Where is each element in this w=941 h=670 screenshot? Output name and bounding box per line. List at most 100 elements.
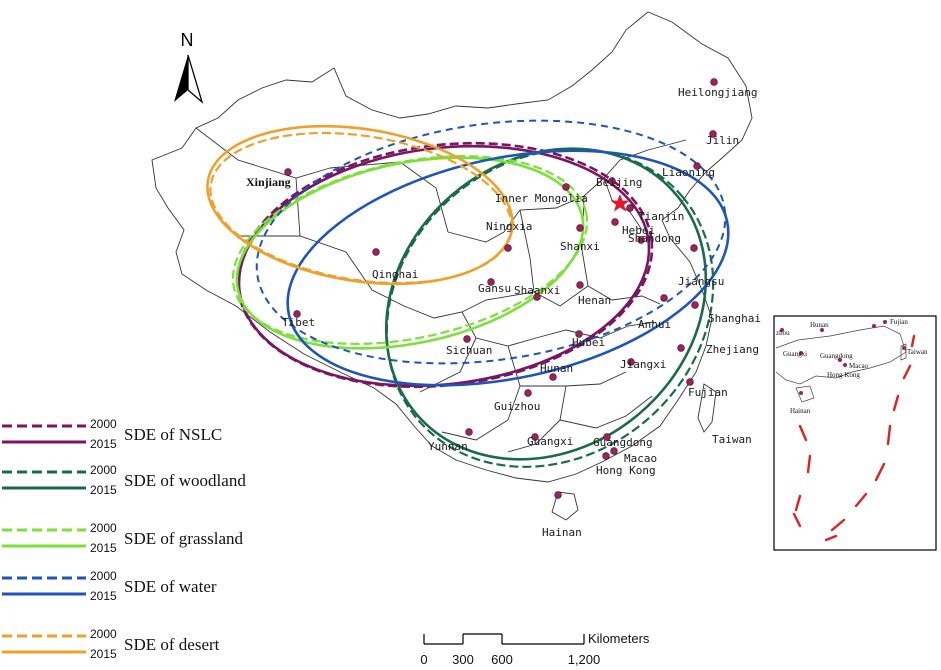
province-label: Shandong: [628, 232, 681, 245]
legend-label: SDE of woodland: [124, 471, 246, 490]
province-label: Qinghai: [372, 268, 418, 281]
inset-label: Guangxi: [783, 350, 807, 358]
province-label: Shaanxi: [514, 284, 560, 297]
legend-year: 2000: [90, 627, 117, 641]
scale-tick: 1,200: [568, 652, 601, 667]
province-label: Hebei: [622, 224, 655, 237]
province-label: Xinjiang: [246, 175, 291, 189]
sde-ellipses: [206, 119, 730, 468]
legend-year: 2000: [90, 417, 117, 431]
province-dot-icon: [284, 168, 292, 176]
legend-label: SDE of NSLC: [124, 425, 222, 444]
province-label: Sichuan: [446, 344, 492, 357]
legend-year: 2015: [90, 647, 117, 661]
province-dot-icon: [576, 224, 584, 232]
province-dot-icon: [610, 447, 618, 455]
province-dot-icon: [677, 344, 685, 352]
province-label: Guangxi: [527, 435, 573, 448]
province-label: Shanghai: [708, 312, 761, 325]
legend-year: 2015: [90, 437, 117, 451]
province-dot-icon: [627, 358, 635, 366]
inset-label: Macao: [849, 362, 869, 370]
legend-label: SDE of grassland: [124, 529, 243, 548]
province-dot-icon: [637, 236, 645, 244]
province-label: Ningxia: [486, 220, 532, 233]
inset-label: Fujian: [890, 318, 908, 326]
legend-label: SDE of desert: [124, 635, 220, 654]
inset-label: zhou: [776, 329, 790, 337]
province-markers: [284, 78, 718, 499]
inset-map: zhou Hunan Fujian Guangxi Guangdong Taiw…: [773, 315, 937, 551]
sde-water-2000: [255, 119, 727, 365]
province-dot-icon: [575, 330, 583, 338]
scale-bar: Kilometers 0 300 600 1,200: [420, 631, 650, 667]
inset-label: Hunan: [810, 321, 829, 329]
province-dot-icon: [487, 278, 495, 286]
inset-label: Taiwan: [907, 348, 928, 356]
province-dot-icon: [690, 244, 698, 252]
province-label: Taiwan: [712, 433, 752, 446]
sde-grassland-2015: [235, 156, 585, 350]
province-label: Hubei: [572, 336, 605, 349]
province-dot-icon: [372, 248, 380, 256]
scale-tick: 600: [491, 652, 513, 667]
scale-tick: 300: [452, 652, 474, 667]
province-dot-icon: [602, 452, 610, 460]
scale-tick: 0: [420, 652, 427, 667]
province-label: Fujian: [688, 386, 728, 399]
province-label: Macao: [624, 452, 657, 465]
province-dot-icon: [691, 301, 699, 309]
capital-star-icon: [610, 194, 630, 212]
province-label: Beijing: [596, 176, 642, 189]
province-label: Jiangsu: [678, 275, 724, 288]
province-dot-icon: [531, 433, 539, 441]
province-labels: HeilongjiangJilinLiaoningBeijingTianjinH…: [246, 86, 761, 539]
province-label: Guangdong: [593, 436, 653, 449]
province-dot-icon: [626, 204, 634, 212]
sde-woodland-2000: [385, 148, 715, 468]
sde-water-2015: [286, 149, 730, 387]
province-label: Henan: [578, 294, 611, 307]
province-dot-icon: [293, 310, 301, 318]
north-label: N: [181, 30, 194, 50]
province-dot-icon: [611, 218, 619, 226]
province-dot-icon: [465, 428, 473, 436]
province-dot-icon: [576, 281, 584, 289]
province-label: Hainan: [542, 526, 582, 539]
sde-desert-2015: [206, 124, 514, 286]
province-label: Hong Kong: [596, 464, 656, 477]
province-label: Liaoning: [662, 166, 715, 179]
province-dot-icon: [463, 335, 471, 343]
legend-year: 2015: [90, 541, 117, 555]
legend-label: SDE of water: [124, 577, 217, 596]
province-label: Zhejiang: [706, 343, 759, 356]
legend-year: 2000: [90, 569, 117, 583]
province-dot-icon: [533, 293, 541, 301]
province-dot-icon: [554, 491, 562, 499]
legend-year: 2015: [90, 483, 117, 497]
province-dot-icon: [524, 389, 532, 397]
province-label: Yunnan: [428, 440, 468, 453]
province-label: Heilongjiang: [678, 86, 757, 99]
province-label: Anhui: [638, 318, 671, 331]
legend-year: 2000: [90, 463, 117, 477]
legend-year: 2015: [90, 589, 117, 603]
province-label: Jiangxi: [620, 358, 666, 371]
province-dot-icon: [710, 78, 718, 86]
province-label: Gansu: [478, 282, 511, 295]
province-label: Guizhou: [494, 400, 540, 413]
province-dot-icon: [549, 373, 557, 381]
province-label: Hunan: [540, 362, 573, 375]
inset-label: Guangdong: [820, 352, 853, 360]
province-label: Tibet: [282, 316, 315, 329]
legend-year: 2000: [90, 521, 117, 535]
province-dot-icon: [709, 130, 717, 138]
sde-grassland-2000: [231, 155, 589, 345]
province-dot-icon: [504, 244, 512, 252]
province-label: Shanxi: [560, 240, 600, 253]
inset-label: Hong Kong: [827, 371, 860, 379]
province-dot-icon: [686, 378, 694, 386]
province-label: Tianjin: [638, 210, 684, 223]
